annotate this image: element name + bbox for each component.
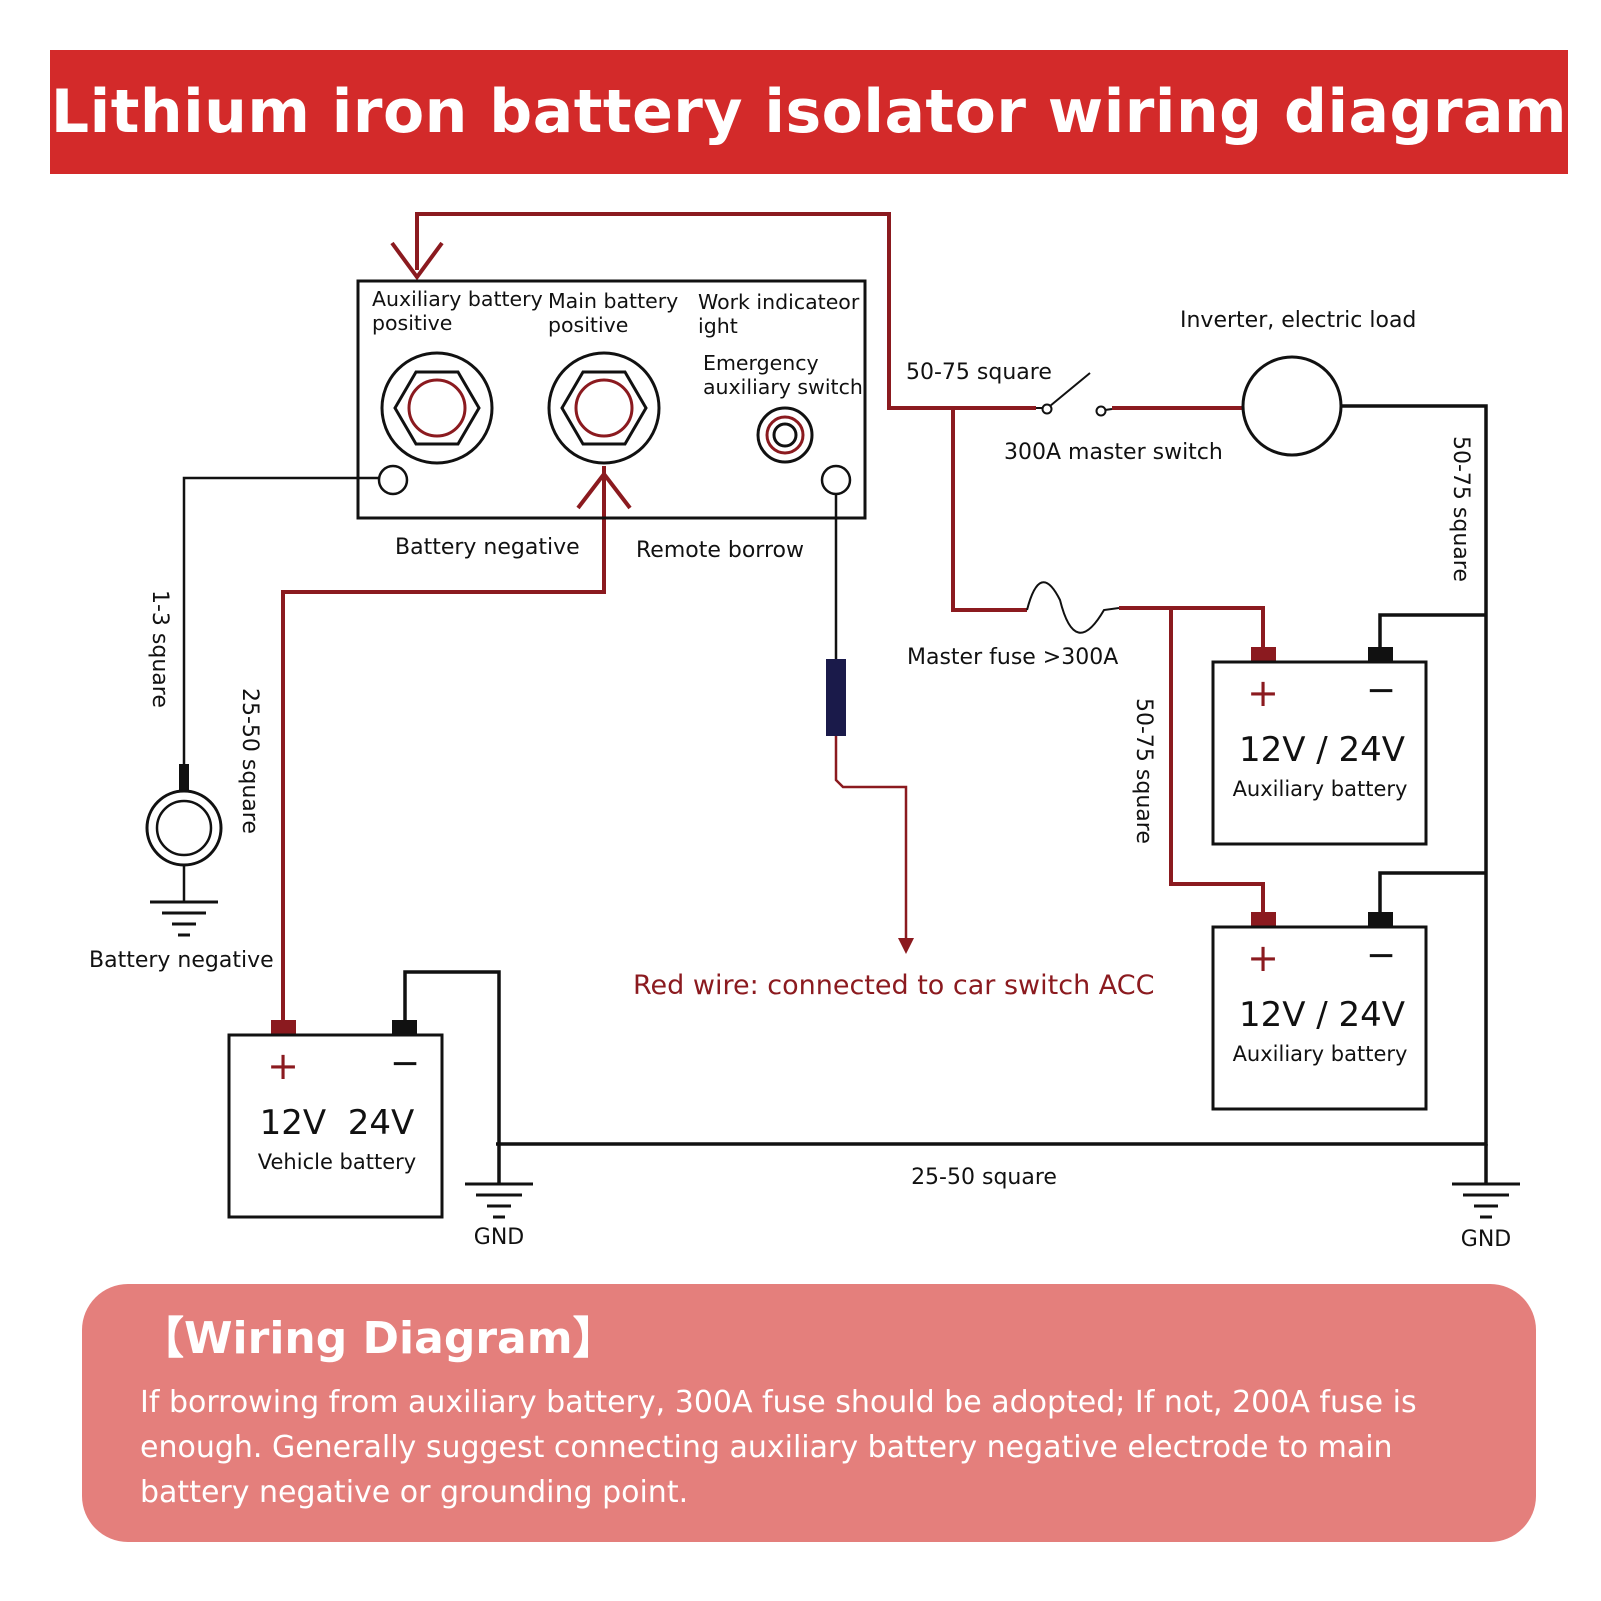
- label-ground-negative: Battery negative: [89, 948, 274, 973]
- wire-main-positive: [281, 466, 606, 1020]
- label-remote-borrow: Remote borrow: [636, 538, 804, 563]
- label-main-positive-2: positive: [548, 313, 628, 337]
- aux2-minus: −: [1366, 935, 1396, 976]
- aux1-name: Auxiliary battery: [1233, 777, 1408, 801]
- ground-symbol-left: [465, 1182, 533, 1219]
- aux2-body: [1211, 925, 1428, 1111]
- aux2-name: Auxiliary battery: [1233, 1042, 1408, 1066]
- page-title: Lithium iron battery isolator wiring dia…: [50, 77, 1568, 147]
- label-work-indicator-2: ight: [698, 314, 738, 338]
- arrow-main-positive: [576, 470, 632, 510]
- wire-aux2-negative: [1378, 871, 1486, 912]
- isolator-outline: [356, 279, 867, 520]
- ground-stud-ring: [145, 789, 223, 867]
- label-wire-left-thick: 25-50 square: [237, 688, 262, 834]
- label-gnd-right: GND: [1461, 1227, 1511, 1252]
- wire-battery-negative: [182, 476, 384, 768]
- aux-battery-1: + − 12V / 24V Auxiliary battery: [1211, 647, 1428, 846]
- aux-battery-2: + − 12V / 24V Auxiliary battery: [1211, 912, 1428, 1111]
- aux2-negative-post: [1368, 912, 1393, 927]
- label-aux-positive-2: positive: [372, 311, 452, 335]
- label-emergency-2: auxiliary switch: [703, 375, 863, 399]
- red-wires: [281, 212, 1265, 1020]
- aux1-positive-post: [1251, 647, 1276, 662]
- vehicle-name: Vehicle battery: [258, 1150, 416, 1174]
- aux2-plus: +: [1247, 936, 1279, 980]
- wire-to-fuse: [951, 408, 1027, 612]
- aux1-plus: +: [1247, 671, 1279, 715]
- label-wire-top: 50-75 square: [906, 360, 1052, 385]
- svg-text:Auxiliary battery positi: Auxiliary battery positive: [372, 287, 549, 335]
- master-fuse-symbol: [1026, 581, 1120, 634]
- main-positive-terminal: [547, 351, 661, 465]
- label-wire-left-thin: 1-3 square: [147, 590, 172, 708]
- wiring-note: 【Wiring Diagram】 If borrowing from auxil…: [82, 1284, 1536, 1542]
- vehicle-body: [227, 1033, 444, 1219]
- label-wire-right: 50-75 square: [1448, 436, 1473, 582]
- svg-text:Work indicateor ight: Work indicateor ight: [698, 290, 866, 338]
- note-body: If borrowing from auxiliary battery, 300…: [140, 1385, 1417, 1510]
- aux1-body: [1211, 660, 1428, 846]
- wire-fuse-to-aux1: [1119, 606, 1265, 648]
- label-master-switch: 300A master switch: [1004, 440, 1223, 465]
- wire-to-aux2: [1169, 608, 1265, 912]
- isolator-box: Auxiliary battery positive Main battery …: [356, 279, 867, 520]
- arrow-acc: [898, 938, 914, 954]
- label-emergency-1: Emergency: [703, 351, 819, 375]
- label-master-fuse: Master fuse >300A: [907, 645, 1118, 670]
- svg-text:Emergency auxiliary swit: Emergency auxiliary switch: [703, 351, 863, 399]
- label-wire-bottom: 25-50 square: [911, 1165, 1057, 1190]
- label-battery-negative: Battery negative: [395, 535, 580, 560]
- aux2-positive-post: [1251, 912, 1276, 927]
- remote-borrow-terminal: [820, 464, 852, 496]
- wire-aux-positive: [415, 212, 1036, 410]
- label-inverter: Inverter, electric load: [1180, 308, 1416, 333]
- black-wires: [182, 404, 1488, 1184]
- aux-positive-terminal: [380, 351, 494, 465]
- label-aux-positive-1: Auxiliary battery: [372, 287, 543, 311]
- vehicle-voltage: 12V 24V: [260, 1103, 415, 1143]
- wire-inverter-ground: [496, 404, 1488, 1146]
- wire-red-acc: [834, 734, 908, 938]
- wire-vehicle-negative: [403, 970, 501, 1184]
- battery-negative-terminal: [377, 464, 409, 496]
- aux1-negative-post: [1368, 647, 1393, 662]
- ground-stud-post: [179, 764, 189, 792]
- label-red-wire: Red wire: connected to car switch ACC: [633, 970, 1154, 1001]
- inline-fuse: [826, 659, 846, 736]
- inverter-load: [1241, 355, 1343, 457]
- ground-symbol-right: [1452, 1182, 1520, 1219]
- aux1-voltage: 12V / 24V: [1239, 730, 1405, 770]
- ground-symbol-left-stud: [150, 900, 218, 937]
- label-main-positive-1: Main battery: [548, 289, 678, 313]
- label-wire-mid: 50-75 square: [1131, 698, 1156, 844]
- vehicle-negative-post: [392, 1020, 417, 1035]
- emergency-switch-button[interactable]: [756, 406, 814, 464]
- master-switch[interactable]: [1036, 372, 1113, 417]
- svg-text:Main battery positive: Main battery positive: [548, 289, 685, 337]
- wire-aux1-negative: [1378, 613, 1486, 648]
- vehicle-battery: + − 12V 24V Vehicle battery: [227, 1020, 444, 1219]
- vehicle-plus: +: [267, 1044, 299, 1088]
- label-work-indicator-1: Work indicateor: [698, 290, 860, 314]
- arrow-aux-positive: [390, 241, 444, 281]
- vehicle-positive-post: [271, 1020, 296, 1035]
- label-gnd-left: GND: [474, 1225, 524, 1250]
- vehicle-minus: −: [390, 1043, 420, 1084]
- aux2-voltage: 12V / 24V: [1239, 995, 1405, 1035]
- title-banner: Lithium iron battery isolator wiring dia…: [50, 50, 1568, 174]
- aux1-minus: −: [1366, 670, 1396, 711]
- note-title: 【Wiring Diagram】: [140, 1313, 617, 1364]
